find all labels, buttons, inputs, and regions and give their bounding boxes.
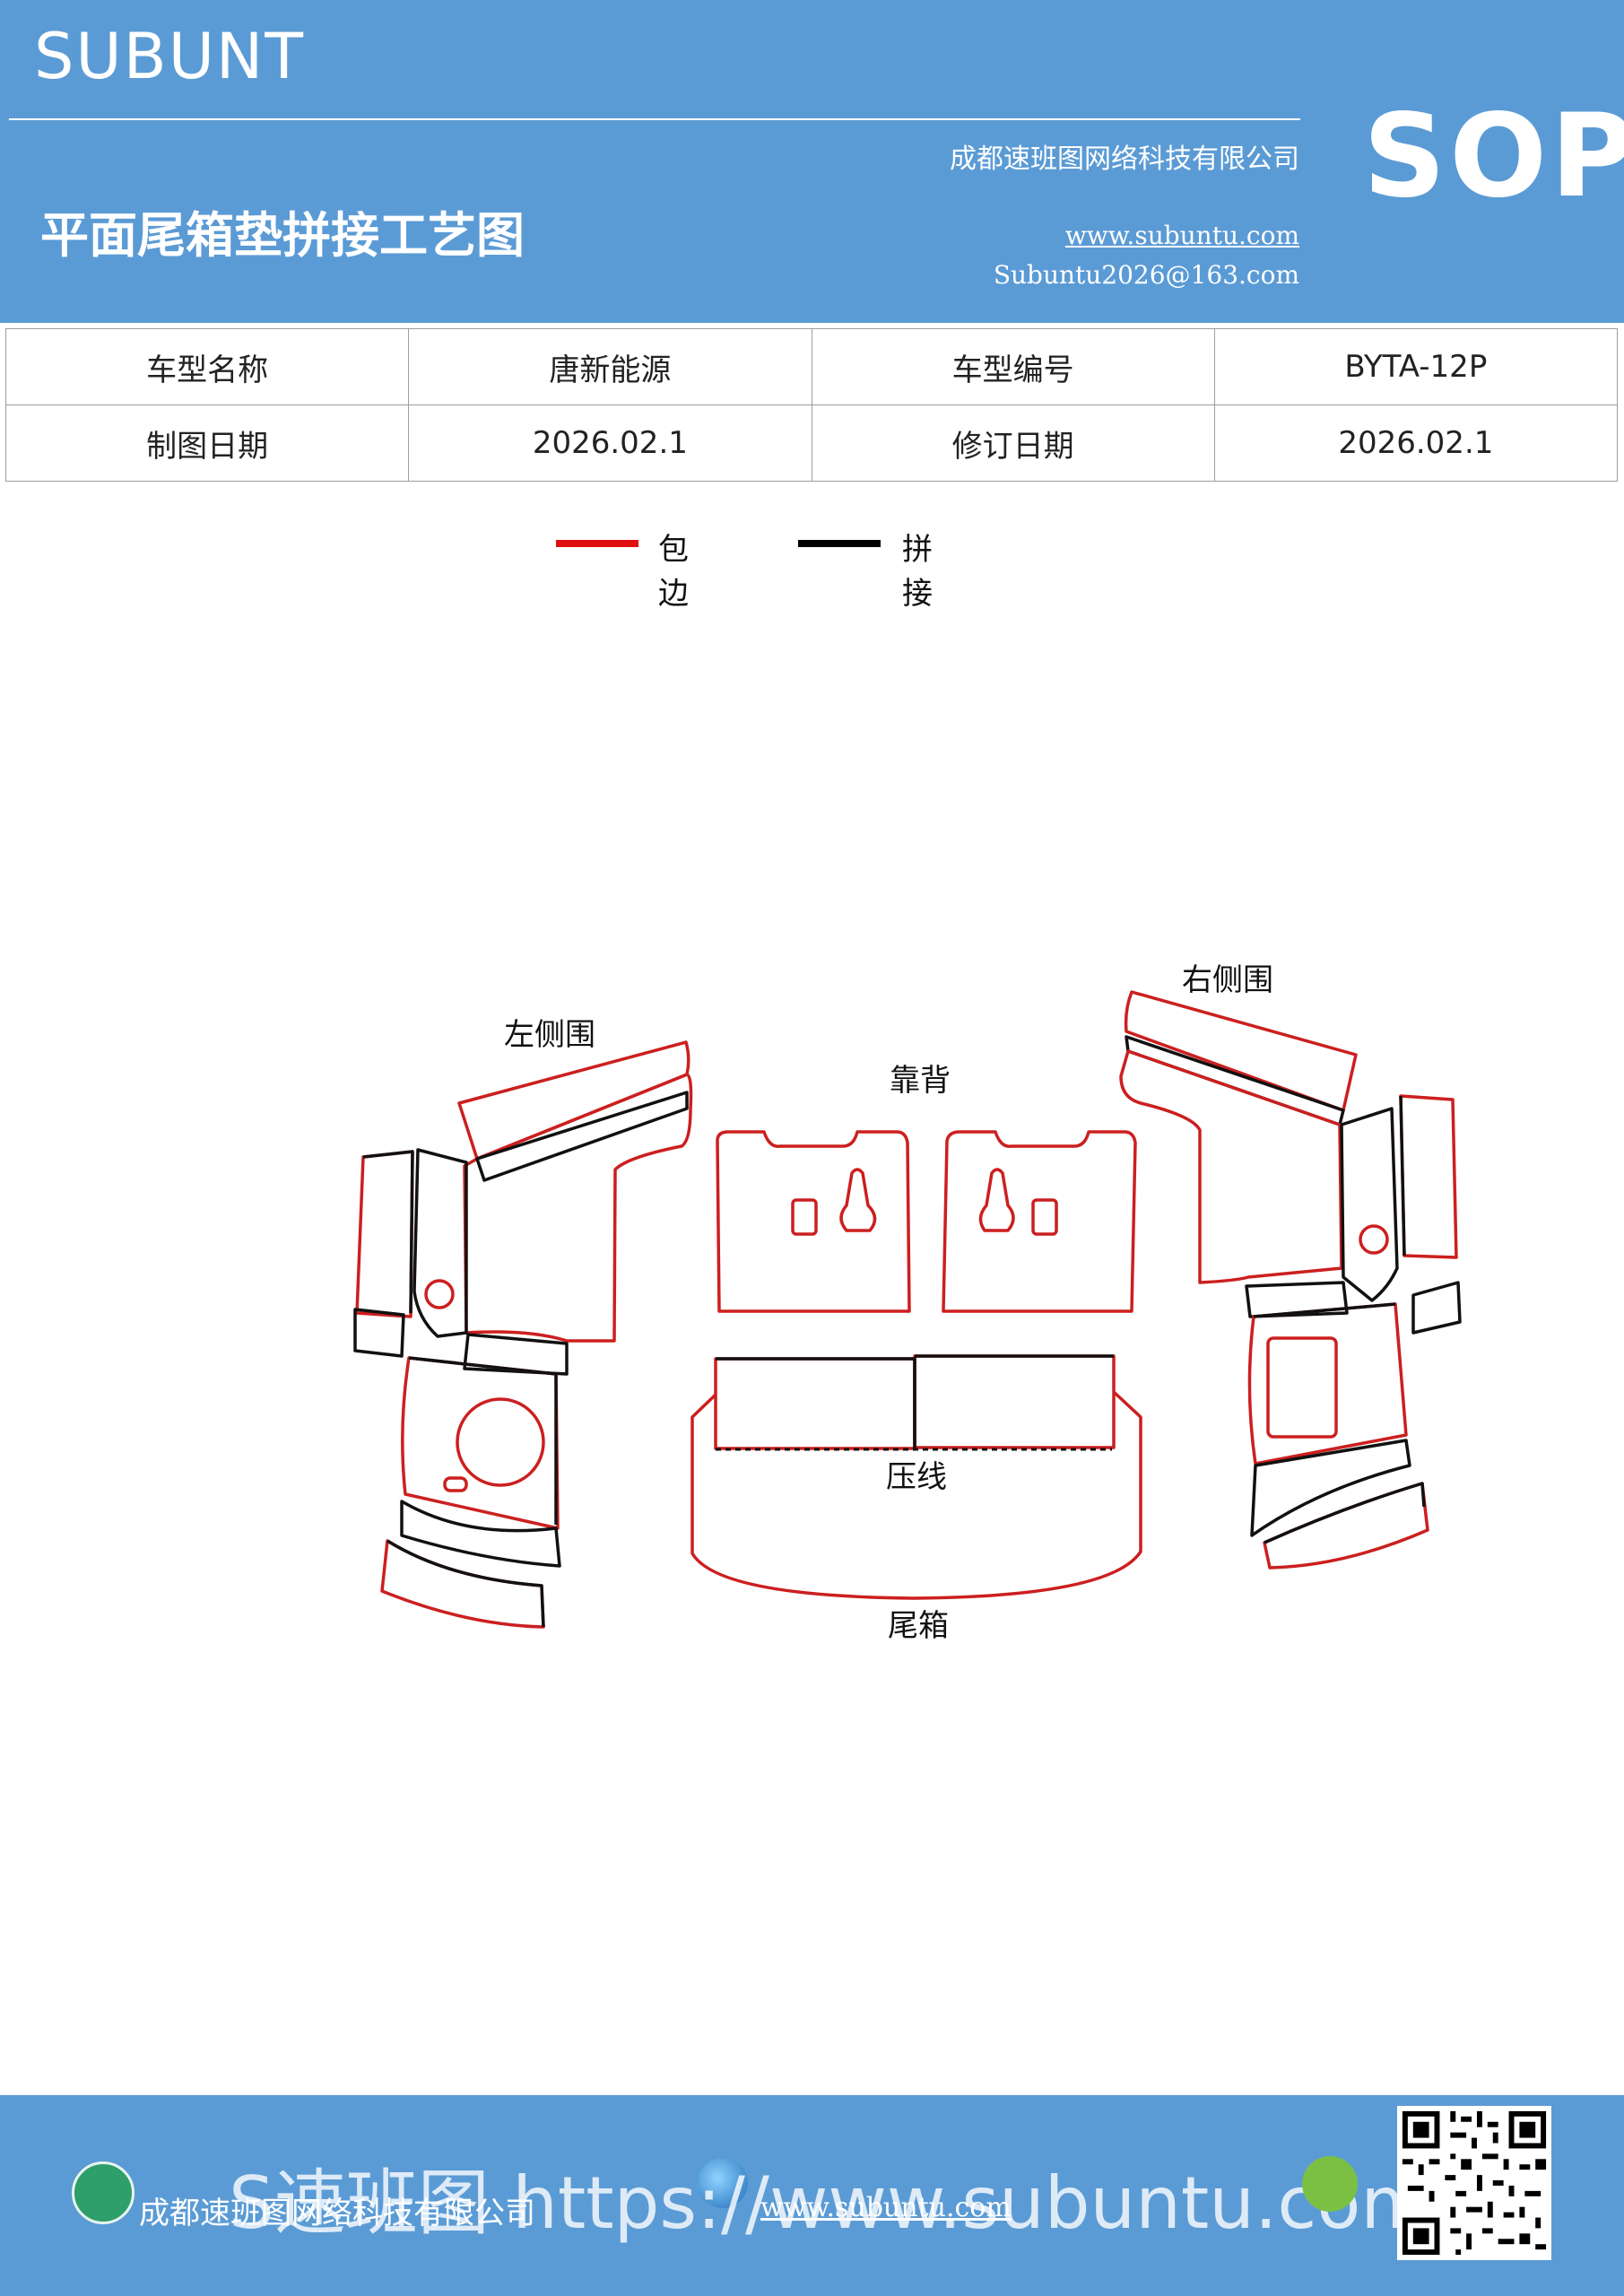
table-cell: 制图日期 bbox=[4, 404, 410, 482]
right-lower-seam bbox=[1253, 1302, 1396, 1318]
brand-logo-text: SUBUNT bbox=[34, 20, 306, 93]
table-cell: 修订日期 bbox=[811, 404, 1215, 482]
vehicle-info-table: 车型名称 唐新能源 车型编号 BYTA-12P 制图日期 2026.02.1 修… bbox=[4, 328, 1619, 482]
right-small-block bbox=[1411, 1281, 1462, 1335]
left-main-panel bbox=[463, 1073, 693, 1343]
website-link[interactable]: www.subuntu.com bbox=[1064, 221, 1299, 250]
company-name: 成都速班图网络科技有限公司 bbox=[950, 144, 1299, 175]
footer-website-link[interactable]: www.subuntu.com bbox=[760, 2192, 1012, 2223]
trunk-flap-seam bbox=[716, 1354, 1114, 1449]
left-top-strip bbox=[457, 1040, 690, 1161]
table-cell: 唐新能源 bbox=[408, 328, 812, 405]
table-cell: 车型名称 bbox=[4, 328, 410, 405]
trunk-flap-right bbox=[913, 1354, 1116, 1449]
legend-label-seam: 拼接 bbox=[902, 532, 933, 612]
right-pillar bbox=[1340, 1107, 1399, 1302]
right-lower-window bbox=[1266, 1336, 1338, 1439]
left-outer-seam bbox=[362, 1150, 414, 1314]
left-curved-strip bbox=[400, 1500, 561, 1568]
left-curved-seam bbox=[386, 1539, 545, 1628]
right-side-panel-group bbox=[1119, 990, 1462, 1570]
right-seam-strip bbox=[1125, 1035, 1345, 1126]
trunk-floor bbox=[690, 1390, 1142, 1600]
left-pillar bbox=[413, 1148, 468, 1338]
trunk-mat-diagram: 左侧围 右侧围 靠背 压线 尾箱 bbox=[353, 962, 1462, 1644]
left-seam-strip bbox=[475, 1091, 689, 1182]
globe-icon bbox=[698, 2158, 748, 2208]
left-small-slot bbox=[443, 1476, 468, 1492]
table-cell: BYTA-12P bbox=[1213, 328, 1619, 405]
document-title: 平面尾箱垫拼接工艺图 bbox=[40, 206, 525, 264]
backrest-right-panel bbox=[942, 1130, 1137, 1313]
company-building-icon bbox=[72, 2161, 135, 2224]
header-banner: SUBUNT 平面尾箱垫拼接工艺图 成都速班图网络科技有限公司 www.subu… bbox=[0, 0, 1624, 323]
right-pillar-hole bbox=[1359, 1224, 1389, 1255]
right-lower-panel bbox=[1247, 1302, 1408, 1465]
label-left-side: 左侧围 bbox=[504, 1017, 595, 1053]
footer-company-name: 成都速班图网络科技有限公司 bbox=[139, 2196, 535, 2231]
right-bottom-block bbox=[1245, 1281, 1349, 1318]
left-side-panel-group bbox=[353, 1040, 693, 1629]
header-divider bbox=[9, 118, 1300, 120]
right-main-panel bbox=[1119, 1049, 1343, 1284]
right-outer-strip bbox=[1399, 1094, 1458, 1259]
left-bottom-block bbox=[463, 1333, 569, 1376]
right-top-strip bbox=[1124, 990, 1358, 1112]
seam-swatch bbox=[798, 540, 881, 547]
left-speaker-hole bbox=[456, 1397, 545, 1487]
footer-watermark-url: S速班图 https://www.subuntu.com bbox=[229, 2161, 1431, 2245]
left-lower-panel bbox=[401, 1356, 560, 1530]
table-cell: 2026.02.1 bbox=[408, 404, 812, 482]
left-pillar-hole bbox=[424, 1279, 455, 1309]
backrest-group bbox=[716, 1130, 1137, 1313]
right-curved-strip bbox=[1250, 1439, 1411, 1537]
trunk-flap-left bbox=[714, 1357, 916, 1450]
left-small-block bbox=[353, 1308, 405, 1358]
right-curved-bottom bbox=[1263, 1482, 1429, 1570]
right-curved-seam bbox=[1264, 1482, 1426, 1544]
backrest-right-slot bbox=[1031, 1198, 1058, 1236]
legend-label-edge: 包边 bbox=[658, 532, 689, 612]
qr-code[interactable] bbox=[1397, 2106, 1551, 2260]
left-outer-strip bbox=[355, 1150, 414, 1318]
edge-binding-swatch bbox=[556, 540, 638, 547]
backrest-left-latch bbox=[839, 1168, 877, 1232]
label-backrest: 靠背 bbox=[890, 1063, 951, 1099]
table-row: 车型名称 唐新能源 车型编号 BYTA-12P bbox=[4, 328, 1619, 405]
backrest-left-slot bbox=[791, 1198, 818, 1236]
backrest-left-panel bbox=[716, 1130, 911, 1313]
label-trunk: 尾箱 bbox=[888, 1608, 949, 1644]
left-lower-seam bbox=[408, 1356, 558, 1525]
footer-banner: 成都速班图网络科技有限公司 www.subuntu.com S速班图 https… bbox=[0, 2095, 1624, 2296]
label-right-side: 右侧围 bbox=[1182, 962, 1273, 998]
sop-label: SOP bbox=[1363, 90, 1624, 223]
trunk-floor-group bbox=[690, 1354, 1142, 1600]
backrest-right-latch bbox=[978, 1168, 1015, 1232]
right-outer-seam bbox=[1399, 1095, 1406, 1257]
label-crease: 压线 bbox=[886, 1459, 947, 1495]
email-address: Subuntu2026@163.com bbox=[993, 260, 1299, 290]
table-cell: 车型编号 bbox=[811, 328, 1215, 405]
table-row: 制图日期 2026.02.1 修订日期 2026.02.1 bbox=[4, 404, 1619, 482]
table-cell: 2026.02.1 bbox=[1213, 404, 1619, 482]
wechat-icon bbox=[1302, 2156, 1358, 2212]
